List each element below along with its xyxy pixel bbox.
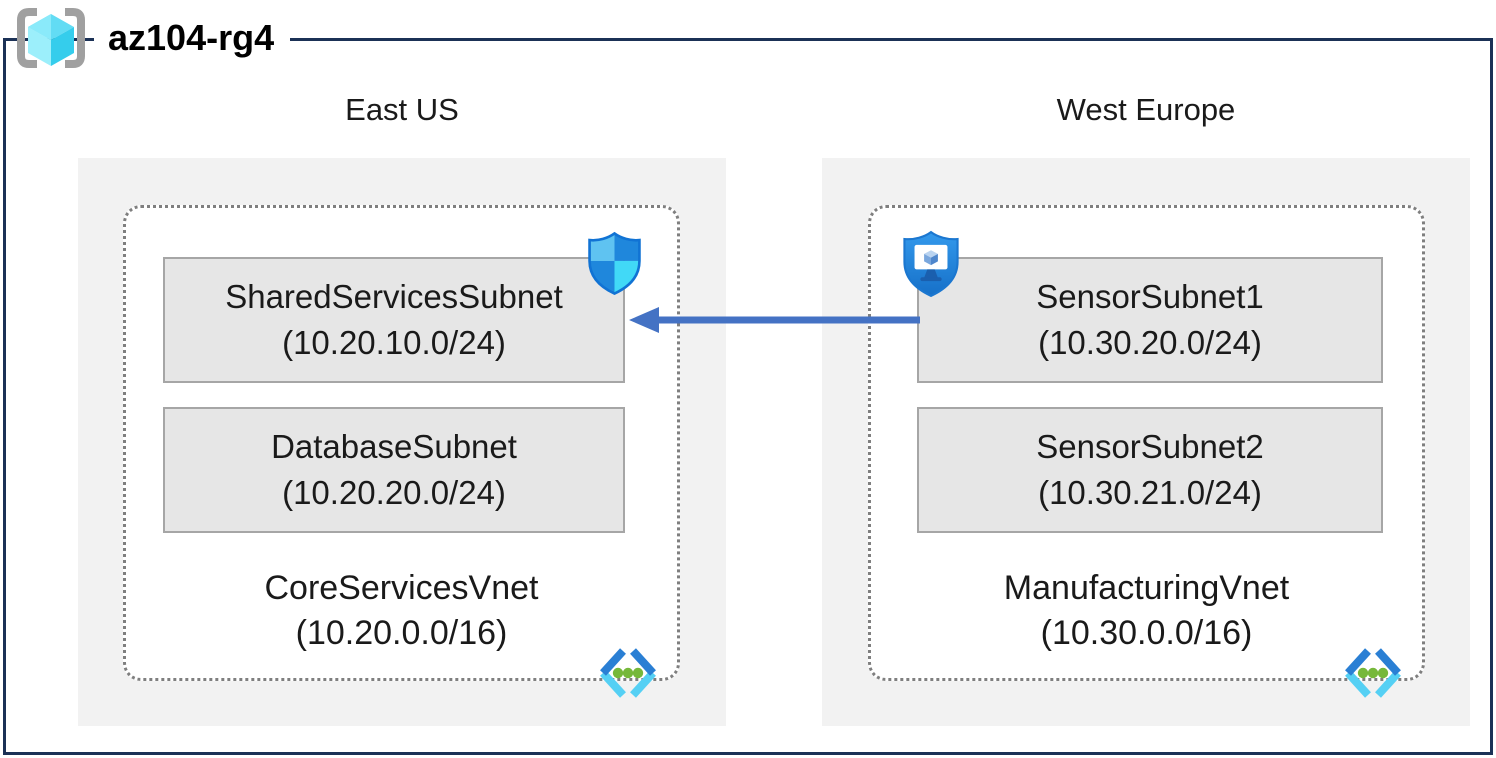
resource-group-frame	[3, 38, 1493, 755]
subnet-sensor2: SensorSubnet2 (10.30.21.0/24)	[917, 407, 1383, 533]
region-title-west-europe: West Europe	[1056, 92, 1236, 127]
subnet-name: DatabaseSubnet	[271, 428, 517, 465]
region-title-east-us: East US	[345, 92, 459, 127]
vnet-label-manufacturing: ManufacturingVnet (10.30.0.0/16)	[868, 566, 1425, 656]
network-security-group-shield-icon	[588, 231, 641, 295]
virtual-network-icon	[1345, 648, 1401, 698]
subnet-cidr: (10.20.10.0/24)	[282, 324, 506, 361]
subnet-sensor1: SensorSubnet1 (10.30.20.0/24)	[917, 257, 1383, 383]
subnet-name: SensorSubnet2	[1036, 428, 1264, 465]
subnet-name: SensorSubnet1	[1036, 278, 1264, 315]
vnet-cidr: (10.30.0.0/16)	[1040, 614, 1253, 652]
subnet-sharedservices: SharedServicesSubnet (10.20.10.0/24)	[163, 257, 625, 383]
resource-group-title: az104-rg4	[94, 5, 291, 71]
application-security-group-shield-icon	[903, 230, 959, 298]
subnet-cidr: (10.30.20.0/24)	[1038, 324, 1262, 361]
virtual-network-icon	[600, 648, 656, 698]
subnet-name: SharedServicesSubnet	[225, 278, 563, 315]
vnet-label-coreservices: CoreServicesVnet (10.20.0.0/16)	[123, 566, 680, 656]
peering-arrow	[629, 307, 920, 333]
vnet-name: CoreServicesVnet	[264, 569, 539, 607]
vnet-cidr: (10.20.0.0/16)	[295, 614, 508, 652]
resource-group-icon	[17, 8, 85, 68]
resource-group-header: az104-rg4	[10, 4, 291, 72]
subnet-database: DatabaseSubnet (10.20.20.0/24)	[163, 407, 625, 533]
subnet-cidr: (10.20.20.0/24)	[282, 474, 506, 511]
vnet-name: ManufacturingVnet	[1003, 569, 1290, 607]
subnet-cidr: (10.30.21.0/24)	[1038, 474, 1262, 511]
